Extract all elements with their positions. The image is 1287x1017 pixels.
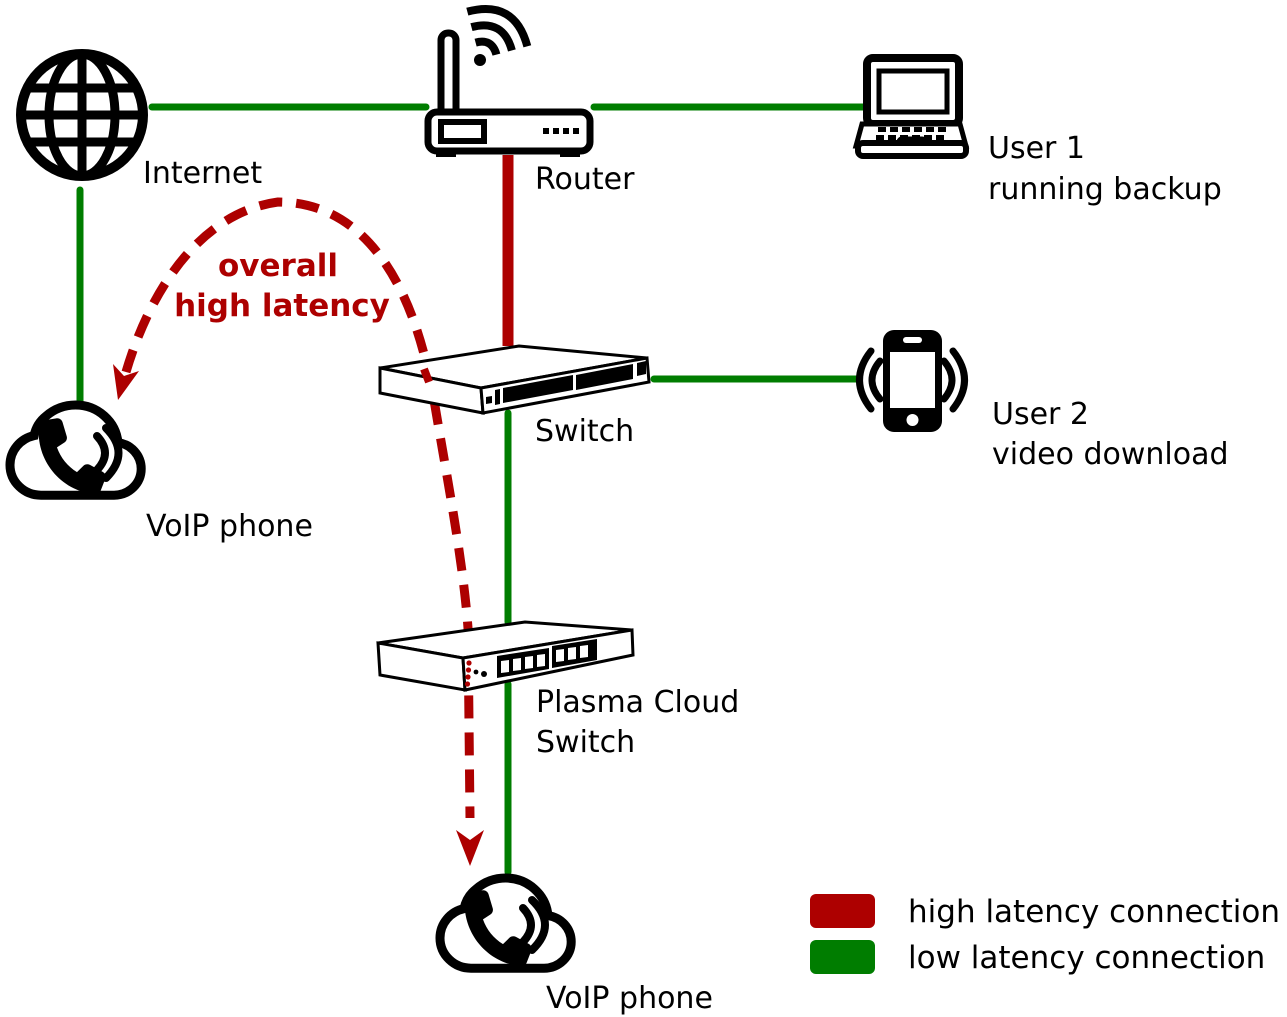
user1-label-line2: running backup [988, 172, 1222, 207]
plasma-label-line2: Switch [536, 725, 635, 760]
high-latency-dashed-path [121, 197, 475, 819]
call-waves-icon [93, 424, 123, 482]
high-latency-annotation-line1: overall [218, 248, 338, 284]
smartphone-icon [856, 330, 968, 432]
dash-fragment [420, 367, 433, 384]
switch-label: Switch [535, 414, 634, 449]
voip-left-label: VoIP phone [146, 509, 313, 544]
plasma-label-line1: Plasma Cloud [536, 685, 739, 720]
arrowhead-voip-left-icon [113, 364, 139, 400]
laptop-icon [852, 54, 970, 159]
user2-label-line2: video download [992, 437, 1229, 472]
legend: high latency connection low latency conn… [810, 894, 1280, 976]
vibrate-waves-icon [856, 347, 968, 413]
arrowhead-voip-bottom-icon [456, 830, 484, 866]
legend-swatch-high-latency [810, 894, 875, 928]
laptop-screen [876, 68, 950, 115]
wifi-router-icon [424, 5, 594, 157]
globe-icon [16, 49, 148, 181]
router-leds [543, 128, 579, 134]
high-latency-annotation-line2: high latency [174, 288, 390, 324]
router-label: Router [535, 162, 635, 197]
phone-home-button [906, 414, 919, 426]
user1-label-line1: User 1 [988, 131, 1085, 166]
wifi-waves-icon [466, 5, 532, 56]
laptop-base [855, 140, 969, 159]
cloud-phone-icon-bottom [435, 873, 576, 973]
phone-speaker [903, 337, 922, 343]
network-switch-icon [378, 344, 651, 415]
switch-ports [486, 361, 646, 405]
internet-label: Internet [143, 156, 262, 191]
wifi-dot [474, 54, 486, 66]
cloud-phone-icon [5, 400, 146, 500]
handset-icon [38, 418, 106, 495]
phone-screen [890, 352, 935, 408]
handset-icon [464, 890, 532, 967]
router-display [438, 119, 487, 144]
router-antenna [437, 29, 460, 122]
legend-swatch-low-latency [810, 940, 875, 974]
plasma-cloud-switch-icon [376, 620, 635, 692]
user2-label-line1: User 2 [992, 397, 1089, 432]
plasma-leds [464, 660, 487, 687]
legend-label-high-latency: high latency connection [908, 894, 1280, 930]
call-waves-icon [519, 896, 549, 954]
voip-bottom-label: VoIP phone [546, 981, 713, 1016]
globe-grid [24, 57, 140, 173]
plasma-ports [497, 639, 597, 678]
legend-label-low-latency: low latency connection [908, 940, 1265, 976]
